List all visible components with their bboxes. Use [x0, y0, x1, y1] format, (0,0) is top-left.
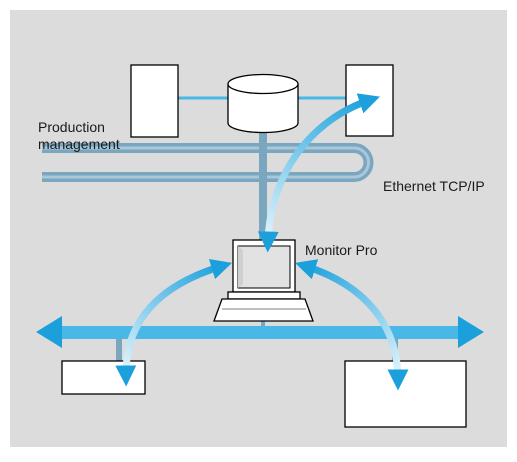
- data-flow-arrow-right: [294, 259, 409, 391]
- monitor-pro-label: Monitor Pro: [305, 242, 378, 258]
- production-station-left: [130, 64, 179, 138]
- device-box-right: [344, 360, 467, 428]
- production-management-label: Production management: [38, 119, 120, 153]
- fieldbus-stem-center: [261, 320, 265, 330]
- production-label-line2: management: [38, 136, 120, 152]
- fieldbus-stem-left: [116, 339, 122, 363]
- production-label-line1: Production: [38, 119, 105, 135]
- data-flow-arrow-left: [115, 259, 233, 387]
- device-box-left: [61, 360, 146, 395]
- data-flow-arrow-top: [257, 93, 380, 253]
- server-stem: [259, 132, 267, 178]
- ethernet-label: Ethernet TCP/IP: [383, 178, 485, 194]
- database-cylinder: [227, 73, 299, 134]
